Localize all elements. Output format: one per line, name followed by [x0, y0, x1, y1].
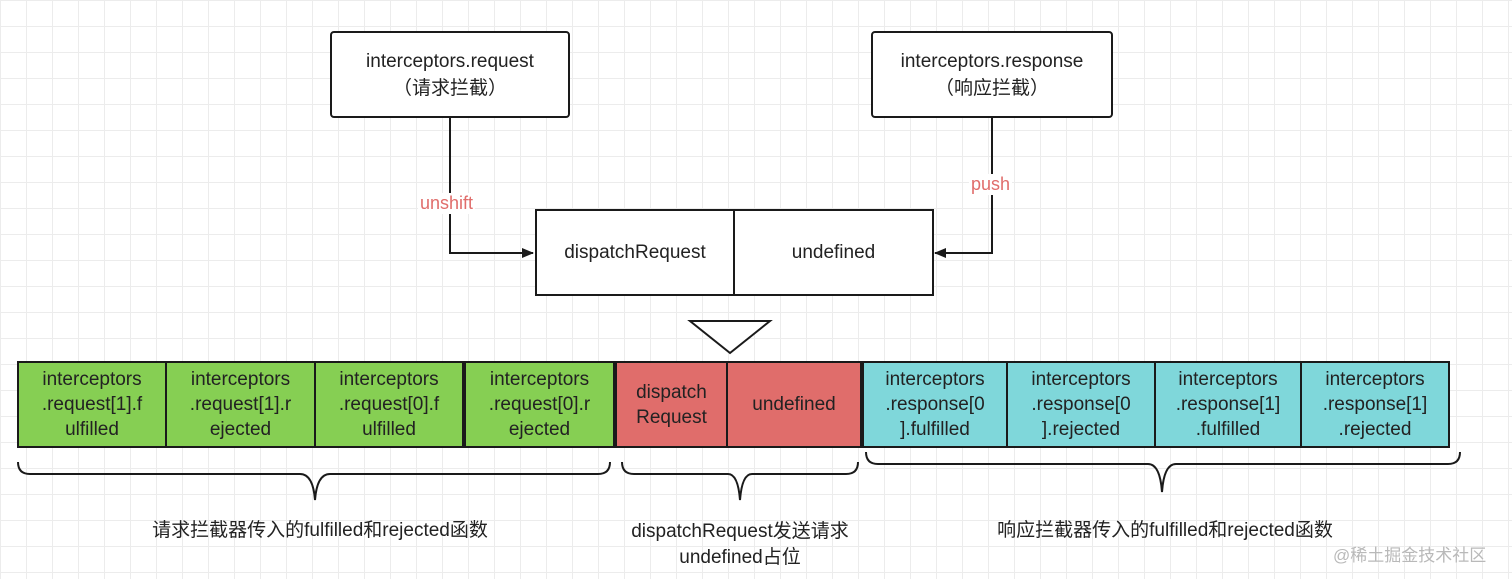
dispatch-brace	[621, 461, 859, 501]
response-brace	[865, 451, 1461, 493]
array-cell-label: interceptors .request[0].f ulfilled	[338, 369, 440, 440]
chain-undefined-label: undefined	[791, 242, 876, 263]
array-cell-dispatch-request: dispatch Request	[615, 361, 728, 448]
dispatch-group-label: dispatchRequest发送请求 undefined占位	[590, 519, 890, 571]
array-cell-request-0-fulfilled: interceptors .request[0].f ulfilled	[314, 361, 464, 448]
push-label: push	[969, 174, 1013, 195]
request-group-label: 请求拦截器传入的fulfilled和rejected函数	[152, 520, 488, 541]
array-cell-label: interceptors .response[0 ].fulfilled	[885, 369, 985, 440]
array-cell-label: interceptors .response[0 ].rejected	[1031, 369, 1131, 440]
dispatch-group-label-line2: undefined占位	[679, 547, 801, 568]
down-triangle-icon	[687, 320, 773, 355]
request-box-title: interceptors.request	[366, 50, 534, 72]
array-cell-request-0-rejected: interceptors .request[0].r ejected	[464, 361, 615, 448]
array-cell-label: interceptors .request[1].r ejected	[189, 369, 292, 440]
chain-dispatch-request-label: dispatchRequest	[564, 242, 706, 263]
chain-box: dispatchRequest undefined	[535, 209, 934, 296]
request-box-subtitle: （请求拦截）	[392, 77, 507, 99]
interceptors-response-box: interceptors.response （响应拦截）	[871, 31, 1113, 118]
chain-undefined-cell: undefined	[735, 211, 932, 294]
array-cell-response-0-fulfilled: interceptors .response[0 ].fulfilled	[862, 361, 1008, 448]
unshift-connector-arrow	[449, 118, 534, 258]
array-cell-label: interceptors .request[0].r ejected	[488, 369, 591, 440]
push-connector-arrow	[934, 118, 993, 258]
unshift-label: unshift	[418, 193, 476, 214]
response-group-label: 响应拦截器传入的fulfilled和rejected函数	[997, 520, 1333, 541]
watermark: @稀土掘金技术社区	[1333, 546, 1487, 565]
array-cell-label: interceptors .response[1] .fulfilled	[1175, 369, 1281, 440]
interceptors-request-box: interceptors.request （请求拦截）	[330, 31, 570, 118]
array-cell-label: dispatch Request	[636, 381, 707, 428]
array-cell-label: undefined	[752, 394, 836, 415]
request-brace	[17, 461, 611, 501]
array-cell-request-1-rejected: interceptors .request[1].r ejected	[165, 361, 316, 448]
response-box-subtitle: （响应拦截）	[934, 77, 1049, 99]
array-cell-response-1-rejected: interceptors .response[1] .rejected	[1300, 361, 1450, 448]
array-cell-response-0-rejected: interceptors .response[0 ].rejected	[1006, 361, 1156, 448]
array-cell-label: interceptors .request[1].f ulfilled	[41, 369, 143, 440]
array-cell-response-1-fulfilled: interceptors .response[1] .fulfilled	[1154, 361, 1302, 448]
dispatch-group-label-line1: dispatchRequest发送请求	[631, 521, 849, 542]
chain-dispatch-request-cell: dispatchRequest	[537, 211, 735, 294]
array-cell-request-1-fulfilled: interceptors .request[1].f ulfilled	[17, 361, 167, 448]
array-cell-undefined: undefined	[726, 361, 862, 448]
response-box-title: interceptors.response	[900, 50, 1084, 72]
array-cell-label: interceptors .response[1] .rejected	[1322, 369, 1428, 440]
